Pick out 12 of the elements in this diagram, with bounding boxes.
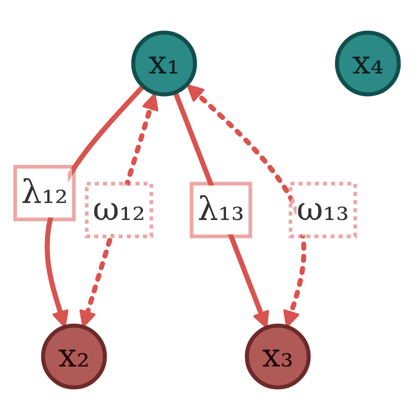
arrow — [186, 84, 306, 328]
node-circle: x₁ — [131, 30, 198, 96]
arrow — [44, 84, 146, 328]
edge-label: λ₁₃ — [198, 190, 244, 228]
edge-label: λ₁₂ — [21, 172, 68, 212]
arrow — [79, 92, 159, 328]
arrow — [172, 91, 270, 329]
edge-label: ω₁₂ — [92, 190, 146, 228]
node-circle: x₂ — [41, 324, 107, 390]
edge-label: ω₁₃ — [296, 190, 350, 228]
node-circle: x₃ — [244, 324, 311, 390]
node-circle: x₄ — [334, 30, 401, 96]
